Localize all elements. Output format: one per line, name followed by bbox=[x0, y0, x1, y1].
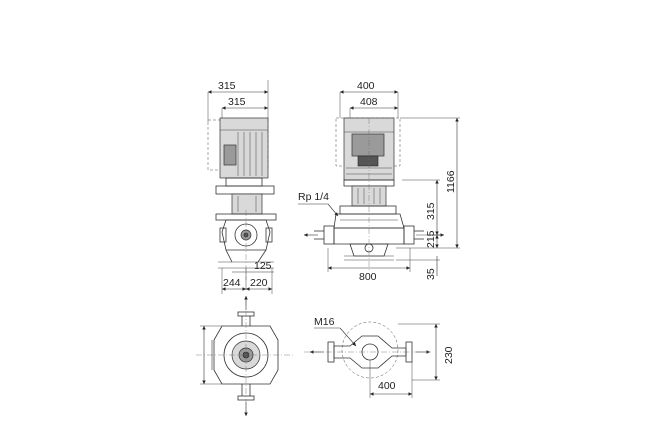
side-label-315-inner: 315 bbox=[228, 96, 246, 108]
front-view: 400 408 bbox=[298, 80, 460, 283]
plan-dim-230: 230 bbox=[398, 323, 455, 381]
side-label-315-outer: 315 bbox=[218, 80, 236, 92]
front-label-408: 408 bbox=[360, 96, 378, 108]
front-label-rp14: Rp 1/4 bbox=[298, 191, 329, 203]
plan-label-m16: M16 bbox=[314, 316, 335, 328]
front-label-35: 35 bbox=[425, 268, 437, 280]
plan-pump-body bbox=[333, 335, 407, 369]
plan-motor-outline bbox=[341, 321, 399, 379]
front-label-1166: 1166 bbox=[445, 170, 457, 193]
front-dim-800: 800 bbox=[327, 248, 411, 283]
front-label-800: 800 bbox=[359, 271, 377, 283]
plan-dim-400: 400 bbox=[369, 360, 413, 398]
top-pump-body bbox=[213, 325, 279, 385]
side-label-125: 125 bbox=[254, 260, 272, 272]
side-label-244: 244 bbox=[223, 277, 241, 289]
front-inlet-flange bbox=[323, 225, 335, 245]
front-label-315: 315 bbox=[425, 202, 437, 220]
side-dim-244-220: 244 220 bbox=[221, 268, 273, 294]
side-motor-fins bbox=[237, 132, 263, 176]
side-label-220: 220 bbox=[250, 277, 268, 289]
plan-label-400: 400 bbox=[378, 380, 396, 392]
front-dim-408: 408 bbox=[349, 96, 398, 118]
front-label-400: 400 bbox=[357, 80, 375, 92]
front-port-callout: Rp 1/4 bbox=[298, 191, 339, 217]
side-motor-flange bbox=[215, 185, 275, 195]
side-dim-315-outer: 315 bbox=[207, 80, 269, 122]
side-view: 315 315 bbox=[207, 80, 277, 294]
side-dim-125: 125 bbox=[232, 260, 274, 290]
plan-view: M16 230 400 bbox=[304, 316, 455, 398]
front-terminal-box bbox=[351, 133, 385, 157]
side-terminal-box bbox=[223, 144, 237, 166]
front-dim-vertical: 315 215 1166 35 bbox=[396, 117, 460, 280]
side-coupling-guard bbox=[231, 193, 263, 215]
plan-label-230: 230 bbox=[443, 346, 455, 364]
front-dim-400: 400 bbox=[339, 80, 399, 118]
top-view bbox=[196, 296, 294, 416]
side-dim-315-inner: 315 bbox=[221, 96, 268, 118]
front-outlet-flange bbox=[403, 225, 415, 245]
front-label-215: 215 bbox=[425, 230, 437, 248]
